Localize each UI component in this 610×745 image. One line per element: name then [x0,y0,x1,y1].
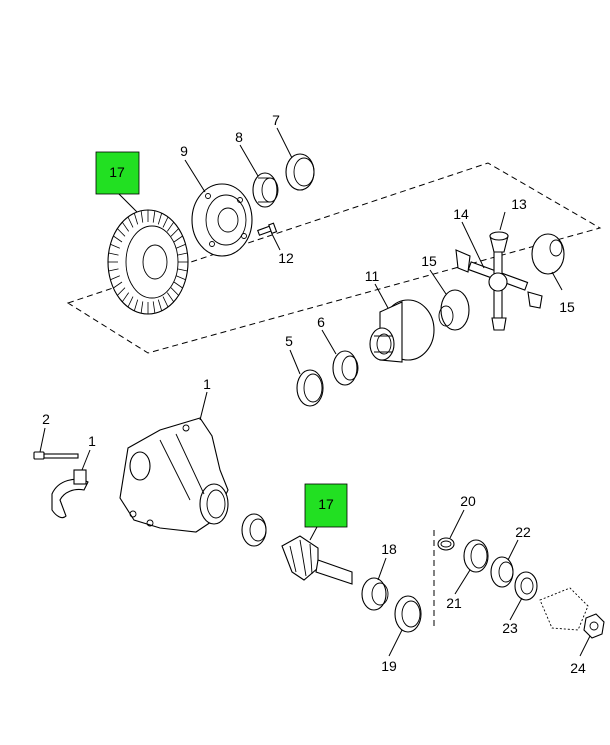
ring-gear-tooth [176,243,186,249]
callout-9: 9 [180,143,188,159]
pinion-gear-bottom [491,317,507,331]
ring-gear-tooth [170,287,179,296]
callout-1-housing: 1 [203,376,211,392]
ring-gear-tooth [127,296,134,308]
ring-gear-tooth [110,275,120,281]
callout-24: 24 [570,660,586,676]
callout-18: 18 [381,541,397,557]
ring-gear-tooth [170,228,179,237]
bearing-cone-18 [361,577,389,611]
ring-gear-tooth [162,296,169,308]
callout-13: 13 [511,196,527,212]
bearing-cup-19 [394,595,422,633]
ring-gear-tooth [133,212,139,225]
differential-case-half [191,183,253,257]
bearing-22 [490,556,514,588]
ring-gear-tooth [110,243,120,249]
yoke [539,587,589,631]
upper-assembly-boundary [66,162,602,354]
callout-12: 12 [278,250,294,266]
bearing-cone-6 [332,350,359,386]
ring-gear-tooth [152,301,156,314]
callout-2: 2 [42,411,50,427]
callout-6: 6 [317,314,325,330]
snap-ring-20 [437,537,455,551]
ring-gear-tooth [177,268,188,272]
highlight-rect [304,483,348,528]
ring-gear-tooth [108,268,119,272]
ring-gear [107,209,189,315]
seal-23 [514,571,538,601]
pinion-bearing [241,513,267,547]
differential-case [369,299,435,363]
leader-lines [39,127,591,657]
ring-gear-tooth [157,212,163,225]
side-gear-left [438,289,470,331]
bearing-cup-5 [296,369,324,407]
ring-gear-tooth [113,281,123,289]
ring-gear-tooth [176,275,186,281]
callout-15-left: 15 [421,253,437,269]
ring-gear-tooth [108,252,119,256]
drive-pinion [281,535,353,585]
ring-gear-tooth [162,216,169,228]
axle-housing [119,417,229,533]
callout-21: 21 [446,595,462,611]
highlight-box-drive-pinion[interactable]: 17 [304,483,348,528]
bearing-cup-7 [285,153,315,191]
ring-gear-tooth [173,281,183,289]
callout-labels: 1 1 2 5 6 7 8 9 11 12 13 14 15 15 18 19 … [42,112,586,676]
bearing-cone-8 [252,172,279,208]
callout-7: 7 [272,112,280,128]
ring-gear-tooth [133,299,139,312]
callout-20: 20 [460,493,476,509]
ring-gear-tooth [117,287,126,296]
ring-gear-tooth [117,228,126,237]
ring-gear-tooth [157,299,163,312]
highlight-rect [95,151,140,195]
ring-gear-tooth [140,210,144,223]
callout-23: 23 [502,620,518,636]
ring-gear-tooth [127,216,134,228]
pinion-gear-right [527,291,543,309]
spacer-21 [463,539,489,573]
highlight-box-ring-gear[interactable]: 17 [95,151,140,195]
bolt-12 [257,222,278,236]
callout-19: 19 [381,658,397,674]
callout-11: 11 [365,268,380,284]
ring-gear-tooth [140,301,144,314]
ring-gear-tooth [173,235,183,243]
ring-gear-tooth [121,221,130,232]
spider-cross [467,247,529,319]
pinion-gear-left [455,249,471,273]
ring-gear-tooth [113,235,123,243]
highlight-label: 17 [109,164,125,180]
ring-gear-tooth [152,210,156,223]
callout-15-right: 15 [559,299,575,315]
side-gear-right [531,233,565,275]
ring-gear-tooth [166,292,175,303]
callout-1-cap: 1 [88,433,96,449]
callout-8: 8 [235,129,243,145]
ring-gear-tooth [166,221,175,232]
callout-22: 22 [515,524,531,540]
callout-14: 14 [453,206,469,222]
ring-gear-tooth [121,292,130,303]
bolt-2 [33,451,79,460]
ring-gear-tooth [177,252,188,256]
nut-24 [583,613,605,639]
highlight-label: 17 [318,496,334,512]
bearing-cap [51,469,89,519]
pinion-gear-13 [489,231,509,253]
callout-5: 5 [285,333,293,349]
